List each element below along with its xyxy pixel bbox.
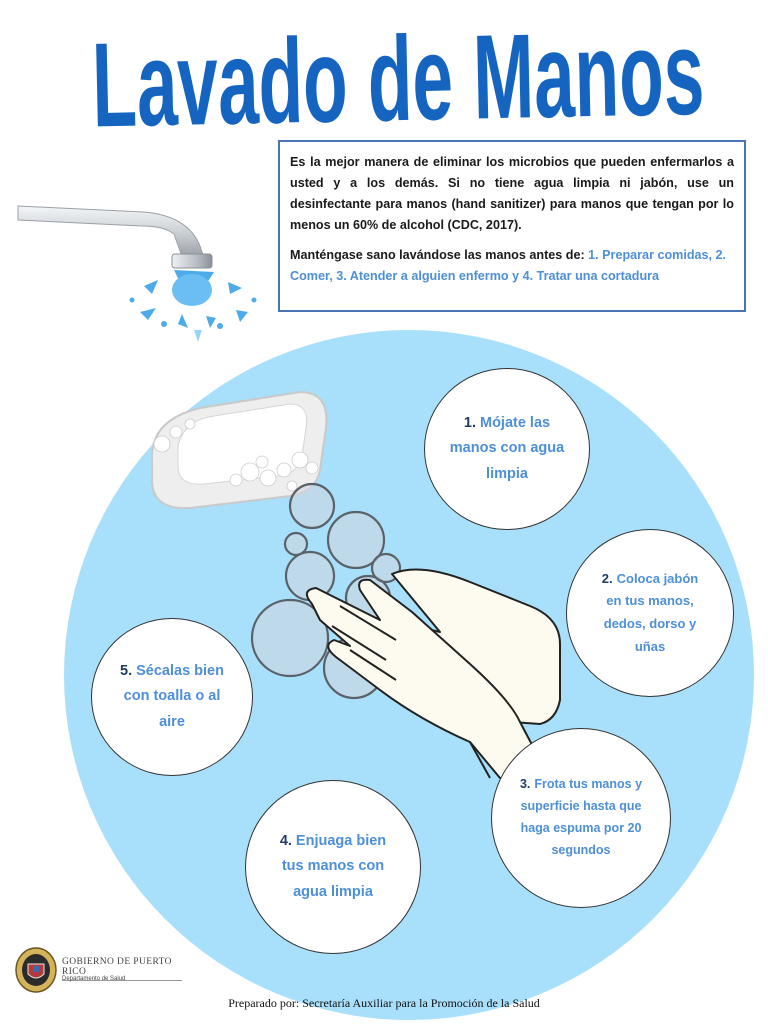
step-5-circle: 5.Sécalas bien con toalla o al aire [91,618,253,776]
faucet-icon [17,205,257,342]
prevention-lead: Manténgase sano lavándose las manos ante… [290,248,589,262]
step-2-number: 2. [601,570,613,586]
step-4-circle: 4.Enjuaga bien tus manos con agua limpia [245,780,421,954]
step-3-number: 3. [519,777,531,792]
step-1-circle: 1.Mójate las manos con agua limpia [424,368,590,530]
page-title-text: Lavado de Manos [92,8,705,138]
step-2-text: Coloca jabón en tus manos, dedos, dorso … [603,570,699,654]
intro-box: Es la mejor manera de eliminar los micro… [278,140,746,312]
prevention-items: 1. Preparar comidas, 2. Comer, 3. Atende… [290,248,727,283]
seal-icon [15,947,57,993]
step-1-number: 1. [463,414,476,431]
step-4-number: 4. [279,832,292,849]
step-5-text: Sécalas bien con toalla o al aire [123,662,224,730]
department-name: Departamento de Salud [62,976,126,982]
government-name: GOBIERNO DE PUERTO RICO [62,957,182,981]
step-5-number: 5. [120,662,133,679]
intro-paragraph: Es la mejor manera de eliminar los micro… [290,155,734,232]
step-4-text: Enjuaga bien tus manos con agua limpia [281,832,387,900]
step-1-text: Mójate las manos con agua limpia [449,414,565,482]
step-3-text: Frota tus manos y superficie hasta que h… [520,777,643,857]
step-3-circle: 3.Frota tus manos y superficie hasta que… [491,728,671,908]
step-2-circle: 2.Coloca jabón en tus manos, dedos, dors… [566,529,734,697]
page-title: Lavado de Manos [91,6,712,153]
prevention-paragraph: Manténgase sano lavándose las manos ante… [290,245,734,287]
footer-credit: Preparado por: Secretaría Auxiliar para … [228,996,540,1010]
